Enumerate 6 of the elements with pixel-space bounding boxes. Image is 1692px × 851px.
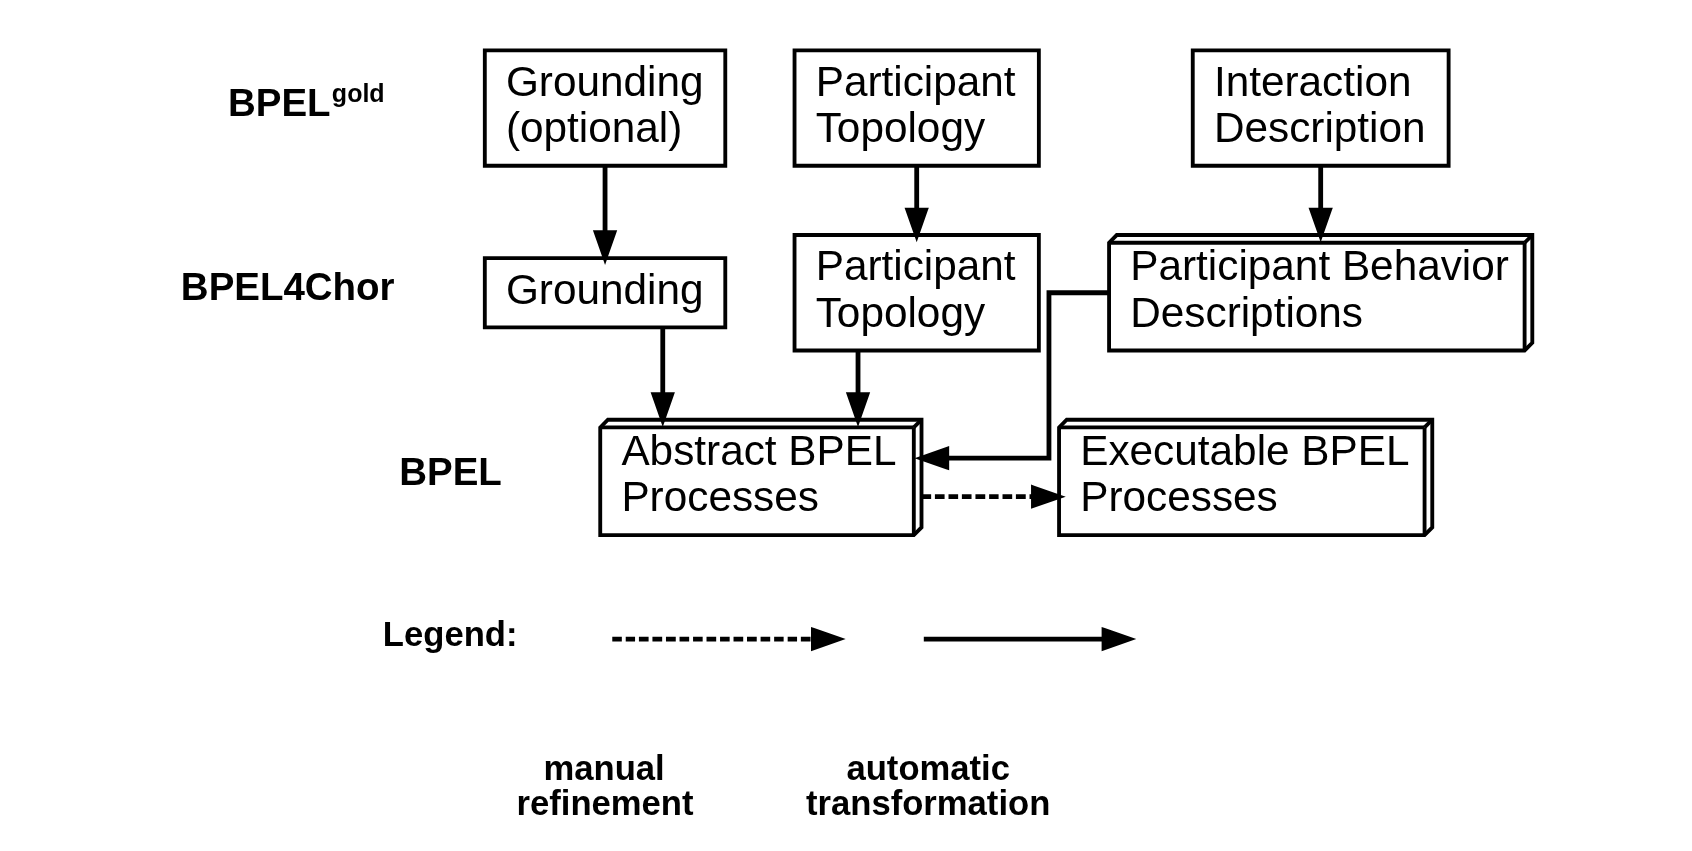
- label: BPEL$^{gold}$: [227, 78, 385, 124]
- legend-label: manual refinement: [516, 749, 694, 822]
- label: Legend:: [382, 614, 518, 653]
- label: BPEL4Chor: [180, 265, 395, 309]
- label: BPEL: [399, 450, 502, 494]
- legend-label: automatic transformation: [806, 749, 1051, 822]
